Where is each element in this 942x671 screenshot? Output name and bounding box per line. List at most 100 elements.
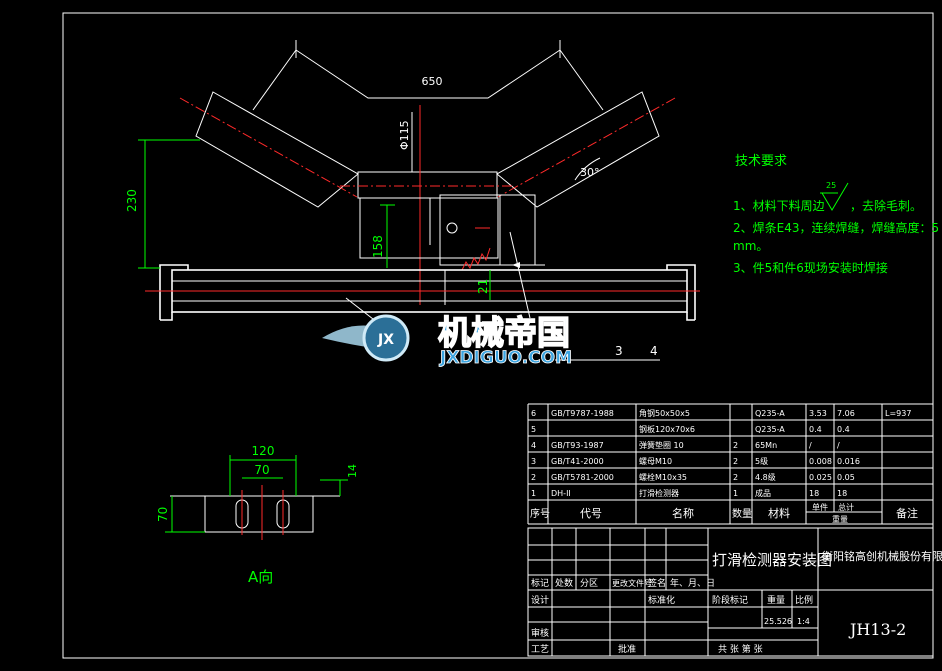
bom-cell-qty: 2	[733, 457, 738, 466]
bom-cell-no: 4	[531, 441, 536, 450]
detector-cap	[499, 194, 536, 266]
dim-650: 650	[422, 75, 443, 88]
bom-cell-name: 弹簧垫圈 10	[639, 440, 684, 450]
right-roller	[496, 91, 660, 208]
bom-header-note: 备注	[896, 506, 918, 520]
bom-cell-code: GB/T93-1987	[551, 441, 604, 450]
drawing-title: 打滑检测器安装图	[712, 551, 832, 569]
review-label: 审核	[531, 627, 549, 639]
bom-cell-total: /	[837, 441, 840, 450]
dim-230: 230	[125, 189, 139, 212]
watermark-logo: JX 机械帝国 JXDIGUO.COM	[322, 312, 572, 368]
bom-cell-total: 0.4	[837, 425, 850, 434]
bom-header-total: 总计	[838, 502, 854, 512]
tech-line-1a: 1、材料下料周边	[733, 199, 825, 213]
watermark-en: JXDIGUO.COM	[439, 348, 572, 368]
plate-outline	[204, 495, 314, 533]
process-label: 工艺	[531, 644, 549, 655]
weight-label: 重量	[767, 594, 785, 606]
dim-dia-115: Φ115	[398, 120, 411, 150]
bom-cell-qty: 2	[733, 441, 738, 450]
detail-dim-14: 14	[346, 464, 359, 478]
bom-cell-total: 0.05	[837, 473, 855, 482]
bom-cell-unit: 0.025	[809, 473, 832, 482]
tech-line-3: 3、件5和件6现场安装时焊接	[733, 260, 888, 275]
bom-cell-code: GB/T41-2000	[551, 457, 604, 466]
bom-cell-total: 18	[837, 489, 847, 498]
scale-value: 1:4	[797, 617, 810, 626]
callout-4: 4	[650, 344, 658, 358]
detail-dim-70w: 70	[254, 463, 269, 477]
detector-hole	[446, 222, 458, 234]
bom-header-qty: 数量	[732, 507, 752, 520]
idler-main-view: 650 Φ115 30° 230	[125, 40, 700, 361]
bom-header-weight: 重量	[832, 514, 848, 524]
tech-requirements: 技术要求 25 1、材料下料周边 ，去除毛刺。 2、焊条E43，连续焊缝，焊缝高…	[733, 154, 939, 275]
standard-label: 标准化	[648, 594, 675, 606]
company-name: 衡阳铭高创机械股份有限公司	[822, 549, 942, 563]
rev-doc: 更改文件号	[612, 578, 652, 588]
bom-cell-note: L=937	[885, 409, 911, 418]
bom-cell-material: 65Mn	[755, 441, 777, 450]
tech-line-2: 2、焊条E43，连续焊缝，焊缝高度：5	[733, 220, 939, 235]
bom-header-no: 序号	[530, 507, 550, 520]
watermark-cn: 机械帝国	[438, 313, 570, 352]
bom-cell-unit: 18	[809, 489, 819, 498]
sheet-border	[62, 12, 934, 659]
bom-cell-total: 7.06	[837, 409, 855, 418]
dim-158: 158	[371, 235, 385, 258]
bom-cell-no: 3	[531, 457, 536, 466]
bom-cell-total: 0.016	[837, 457, 860, 466]
bom-cell-material: 成品	[755, 488, 771, 498]
a-view-detail: 120 70 70 14 A向	[156, 444, 359, 586]
roughness-symbol	[821, 182, 849, 211]
bom-cell-name: 螺母M10	[639, 456, 672, 466]
bom-header-unit: 单件	[812, 502, 828, 512]
rev-zone: 分区	[580, 578, 598, 589]
bom-cell-no: 1	[531, 489, 536, 498]
left-roller	[195, 91, 359, 208]
bom-cell-qty: 2	[733, 473, 738, 482]
tech-line-1b: ，去除毛刺。	[850, 198, 922, 213]
bom-cell-material: 5级	[755, 456, 768, 466]
weight-value: 25.526	[764, 617, 792, 626]
detail-dim-120: 120	[252, 444, 275, 458]
bom-cell-code: GB/T9787-1988	[551, 409, 614, 418]
rev-date: 年、月、日	[670, 577, 715, 589]
bom-header-name: 名称	[672, 506, 694, 520]
bom-cell-material: Q235-A	[755, 409, 785, 418]
bom-cell-name: 钢板120x70x6	[639, 424, 695, 434]
bom-cell-code: DH-II	[551, 489, 571, 498]
scale-label: 比例	[795, 594, 813, 606]
rev-sign: 签名	[648, 577, 666, 589]
approve-label: 批准	[618, 643, 636, 655]
bom-header-material: 材料	[768, 506, 790, 520]
dim-21: 21	[476, 279, 490, 294]
callout-3: 3	[615, 344, 623, 358]
bom-cell-no: 5	[531, 425, 536, 434]
frame-center-block	[359, 197, 499, 259]
tech-line-2b: mm。	[733, 239, 768, 253]
bom-cell-name: 角钢50x50x5	[639, 408, 690, 418]
tech-title: 技术要求	[735, 154, 787, 169]
bom-cell-unit: /	[809, 441, 812, 450]
watermark-badge: JX	[377, 332, 394, 348]
drawing-number: JH13-2	[848, 620, 906, 639]
sheets-label: 共 张 第 张	[718, 643, 763, 655]
middle-roller	[357, 171, 498, 199]
bom-cell-code: GB/T5781-2000	[551, 473, 614, 482]
design-label: 设计	[531, 594, 549, 606]
bom-cell-unit: 0.008	[809, 457, 832, 466]
bom-header-code: 代号	[580, 507, 602, 520]
bom-cell-material: 4.8级	[755, 472, 776, 482]
detail-dim-70h: 70	[156, 507, 170, 522]
gear-icon	[362, 314, 410, 362]
dim-angle-30: 30°	[580, 166, 600, 179]
bom-cell-no: 6	[531, 409, 536, 418]
bom-cell-unit: 3.53	[809, 409, 827, 418]
rev-mark: 标记	[531, 577, 549, 589]
bom-cell-material: Q235-A	[755, 425, 785, 434]
roughness-value: 25	[826, 181, 836, 190]
